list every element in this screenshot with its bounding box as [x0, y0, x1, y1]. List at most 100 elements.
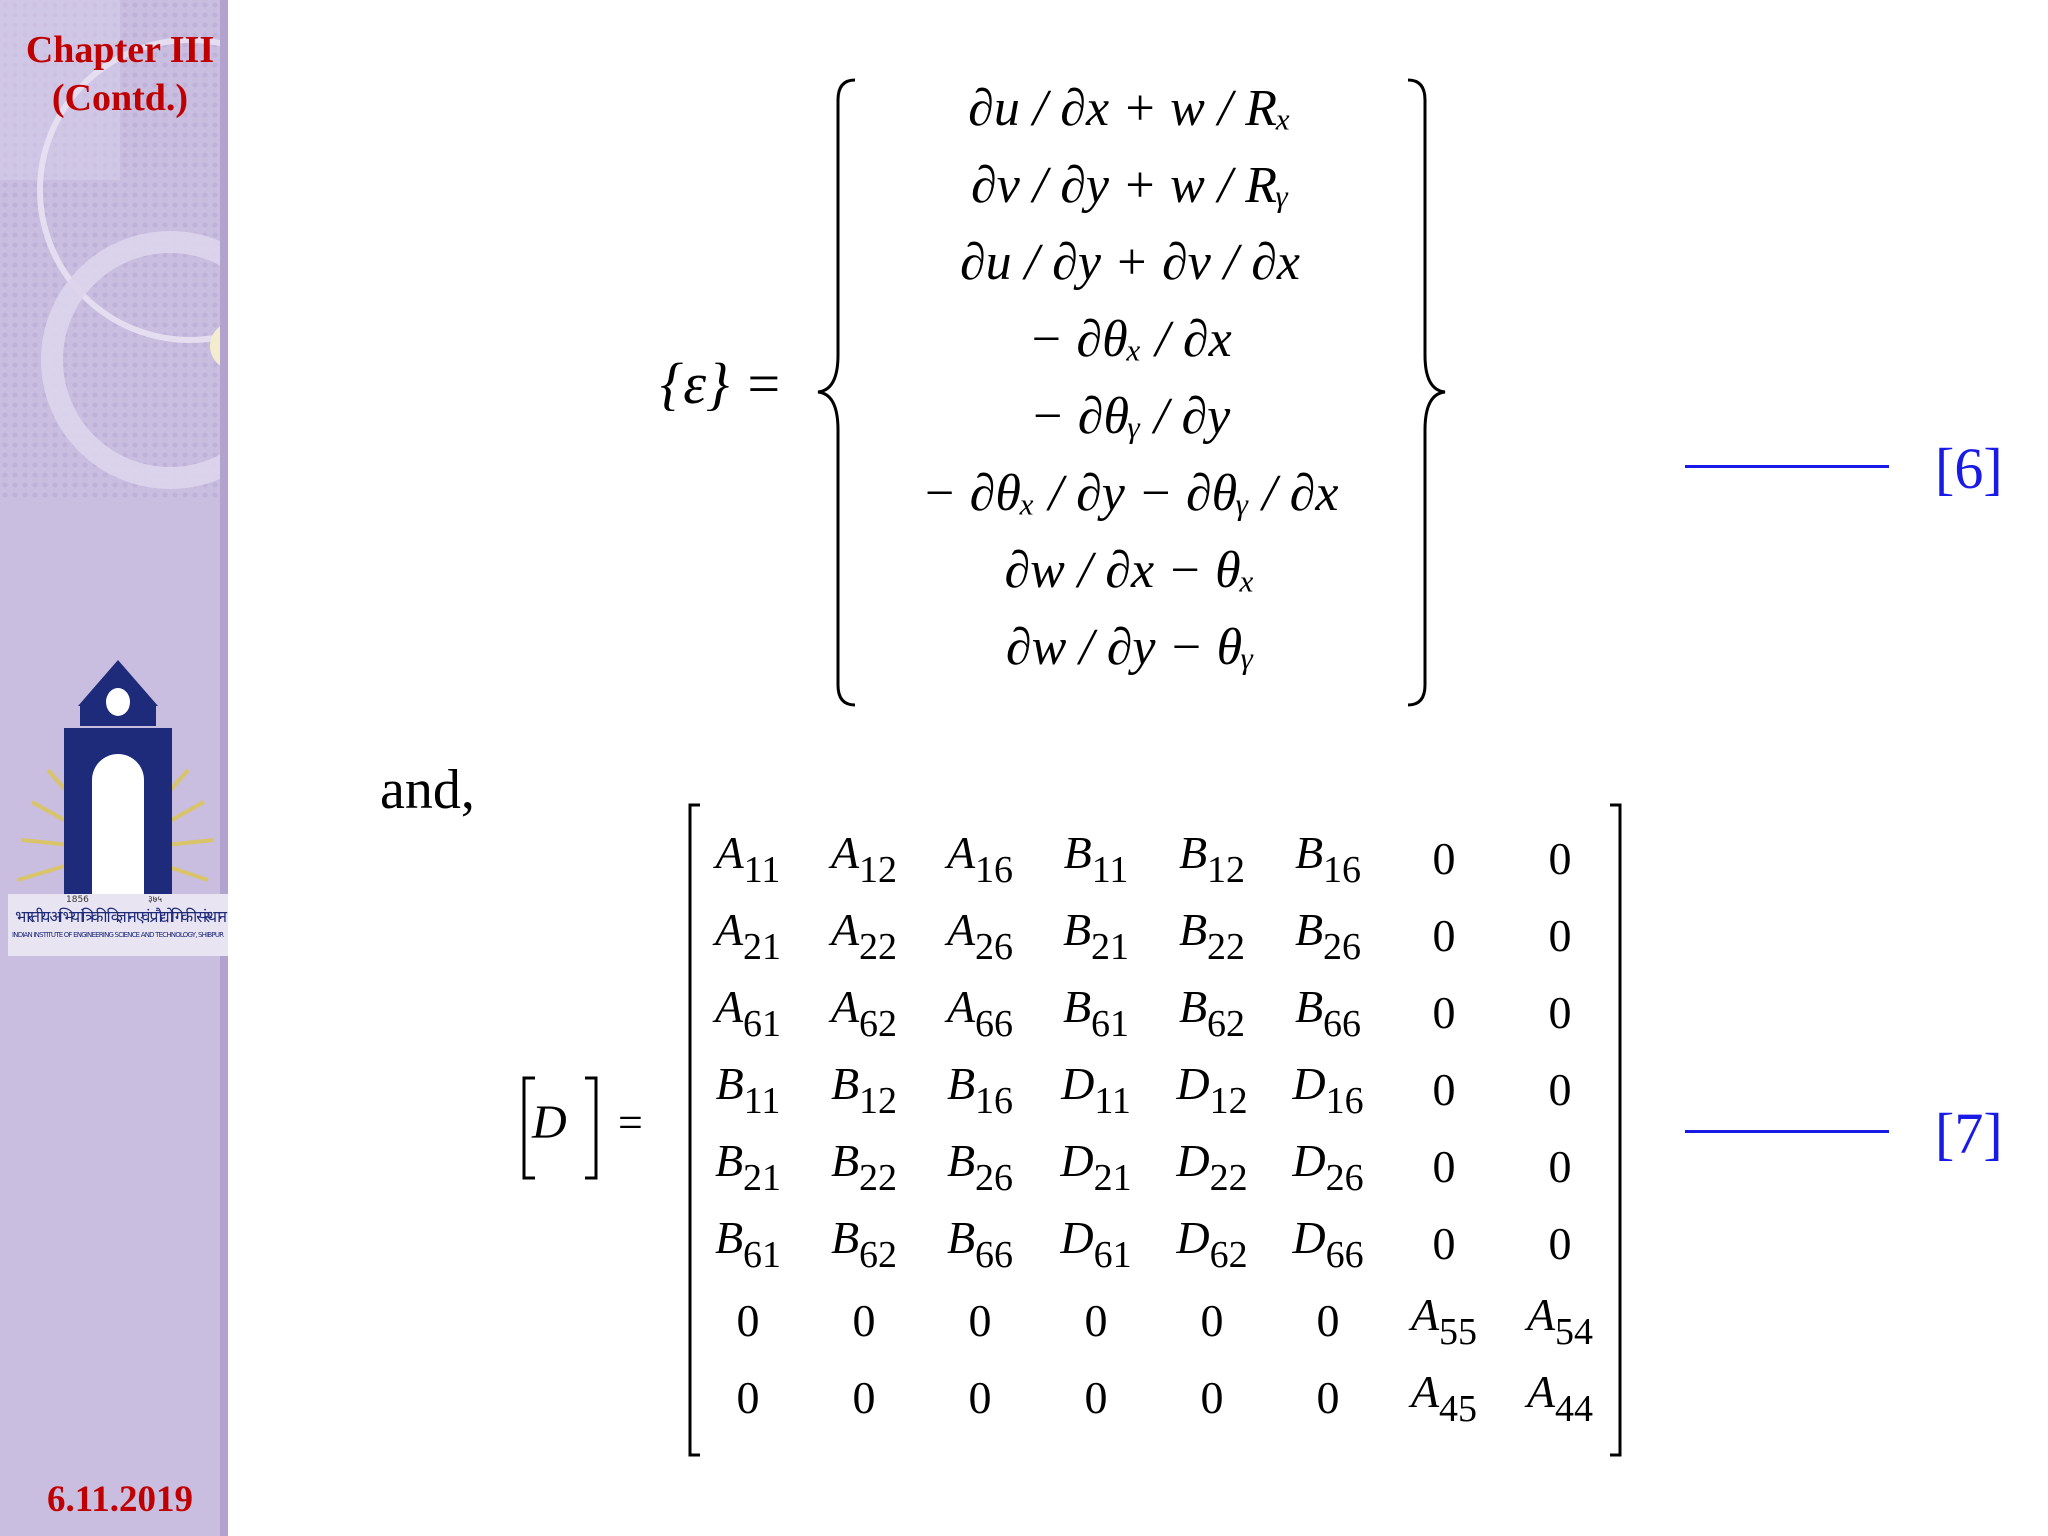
- entry-subscript: 16: [1325, 1079, 1364, 1122]
- chapter-line-1: Chapter III: [25, 29, 215, 71]
- entry-subscript: 26: [975, 1156, 1014, 1199]
- strain-component: − ∂θᵧ / ∂y: [1029, 388, 1231, 445]
- entry-subscript: 61: [743, 1002, 782, 1045]
- matrix-entry: 0: [1386, 1205, 1502, 1282]
- entry-subscript: 21: [743, 1156, 782, 1199]
- matrix-entry: 0: [1154, 1282, 1270, 1359]
- entry-subscript: 66: [975, 1233, 1014, 1276]
- matrix-entry: D21: [1038, 1128, 1154, 1205]
- strain-component: − ∂θₓ / ∂y − ∂θᵧ / ∂x: [921, 465, 1339, 522]
- svg-text:भारतीय अभियांत्रिकी विज्ञान एव: भारतीय अभियांत्रिकी विज्ञान एवं प्रौद्यो…: [15, 907, 228, 926]
- matrix-entry: B66: [1270, 974, 1386, 1051]
- matrix-entry: A11: [690, 820, 806, 897]
- entry-symbol: A: [715, 826, 744, 878]
- entry-subscript: 21: [1091, 925, 1130, 968]
- entry-symbol: 0: [736, 1295, 760, 1346]
- sidebar: Chapter III (Contd.) 1856 ३७५ भारतीय अभि…: [0, 0, 228, 1536]
- entry-subscript: 22: [1207, 925, 1246, 968]
- equation-6-leader-line: [1685, 465, 1889, 468]
- entry-symbol: B: [1294, 980, 1324, 1032]
- entry-symbol: D: [1060, 1211, 1094, 1263]
- matrix-entry: 0: [690, 1359, 806, 1436]
- entry-symbol: B: [946, 1134, 976, 1186]
- entry-symbol: A: [830, 980, 860, 1032]
- entry-symbol: 0: [852, 1372, 876, 1423]
- entry-symbol: A: [714, 903, 744, 955]
- matrix-entry: 0: [1270, 1282, 1386, 1359]
- entry-symbol: 0: [1432, 1064, 1456, 1115]
- entry-symbol: 0: [1084, 1372, 1108, 1423]
- entry-symbol: B: [1178, 980, 1208, 1032]
- entry-symbol: D: [1292, 1134, 1326, 1186]
- matrix-entry: B12: [1154, 820, 1270, 897]
- strain-component: ∂w / ∂y − θᵧ: [1005, 619, 1255, 676]
- entry-subscript: 26: [1325, 1156, 1364, 1199]
- entry-subscript: 26: [1323, 925, 1362, 968]
- matrix-entry: B22: [806, 1128, 922, 1205]
- entry-symbol: B: [830, 1057, 860, 1109]
- entry-symbol: B: [714, 1211, 744, 1263]
- matrix-entry: B26: [1270, 897, 1386, 974]
- entry-symbol: 0: [736, 1372, 760, 1423]
- matrix-entry: A22: [806, 897, 922, 974]
- matrix-entry: 0: [1270, 1359, 1386, 1436]
- matrix-entry: 0: [1502, 1205, 1618, 1282]
- entry-symbol: 0: [968, 1372, 992, 1423]
- sidebar-edge: [220, 0, 228, 1536]
- entry-subscript: 66: [1325, 1233, 1364, 1276]
- entry-symbol: B: [1178, 826, 1208, 878]
- entry-subscript: 11: [1094, 1079, 1131, 1122]
- entry-symbol: D: [1176, 1057, 1210, 1109]
- entry-symbol: 0: [1432, 1141, 1456, 1192]
- matrix-entry: A12: [806, 820, 922, 897]
- matrix-entry: 0: [1502, 820, 1618, 897]
- entry-symbol: 0: [968, 1295, 992, 1346]
- entry-subscript: 12: [859, 1079, 898, 1122]
- connector-text: and,: [380, 759, 475, 821]
- matrix-entry: 0: [1386, 974, 1502, 1051]
- entry-subscript: 44: [1555, 1387, 1594, 1430]
- entry-symbol: 0: [852, 1295, 876, 1346]
- entry-subscript: 61: [743, 1233, 782, 1276]
- strain-component: ∂u / ∂x + w / Rₓ: [968, 80, 1292, 137]
- entry-symbol: B: [946, 1057, 976, 1109]
- entry-symbol: 0: [1548, 1064, 1572, 1115]
- matrix-entry: B11: [690, 1051, 806, 1128]
- matrix-entry: B62: [806, 1205, 922, 1282]
- entry-subscript: 66: [1323, 1002, 1362, 1045]
- entry-symbol: B: [830, 1211, 860, 1263]
- entry-symbol: B: [1294, 826, 1324, 878]
- entry-symbol: B: [1063, 826, 1092, 878]
- entry-symbol: A: [714, 980, 744, 1032]
- matrix-entry: D62: [1154, 1205, 1270, 1282]
- matrix-entry: 0: [922, 1282, 1038, 1359]
- slide-date: 6.11.2019: [47, 1479, 193, 1520]
- entry-subscript: 12: [859, 848, 898, 891]
- matrix-entry: A54: [1502, 1282, 1618, 1359]
- entry-subscript: 62: [1207, 1002, 1246, 1045]
- matrix-entry: B61: [1038, 974, 1154, 1051]
- entry-symbol: A: [1410, 1365, 1440, 1417]
- entry-subscript: 62: [859, 1002, 898, 1045]
- entry-subscript: 26: [975, 925, 1014, 968]
- matrix-d-label: D: [532, 1096, 567, 1149]
- matrix-entry: 0: [690, 1282, 806, 1359]
- matrix-entry: A21: [690, 897, 806, 974]
- equation-7-number: [7]: [1935, 1101, 2003, 1166]
- entry-subscript: 16: [1323, 848, 1362, 891]
- matrix-entry: D11: [1038, 1051, 1154, 1128]
- entry-symbol: 0: [1548, 1218, 1572, 1269]
- matrix-entry: 0: [1502, 1051, 1618, 1128]
- entry-symbol: 0: [1084, 1295, 1108, 1346]
- entry-symbol: B: [1178, 903, 1208, 955]
- entry-symbol: 0: [1432, 987, 1456, 1038]
- entry-symbol: B: [1062, 903, 1092, 955]
- entry-subscript: 11: [743, 1079, 781, 1122]
- matrix-entry: A16: [922, 820, 1038, 897]
